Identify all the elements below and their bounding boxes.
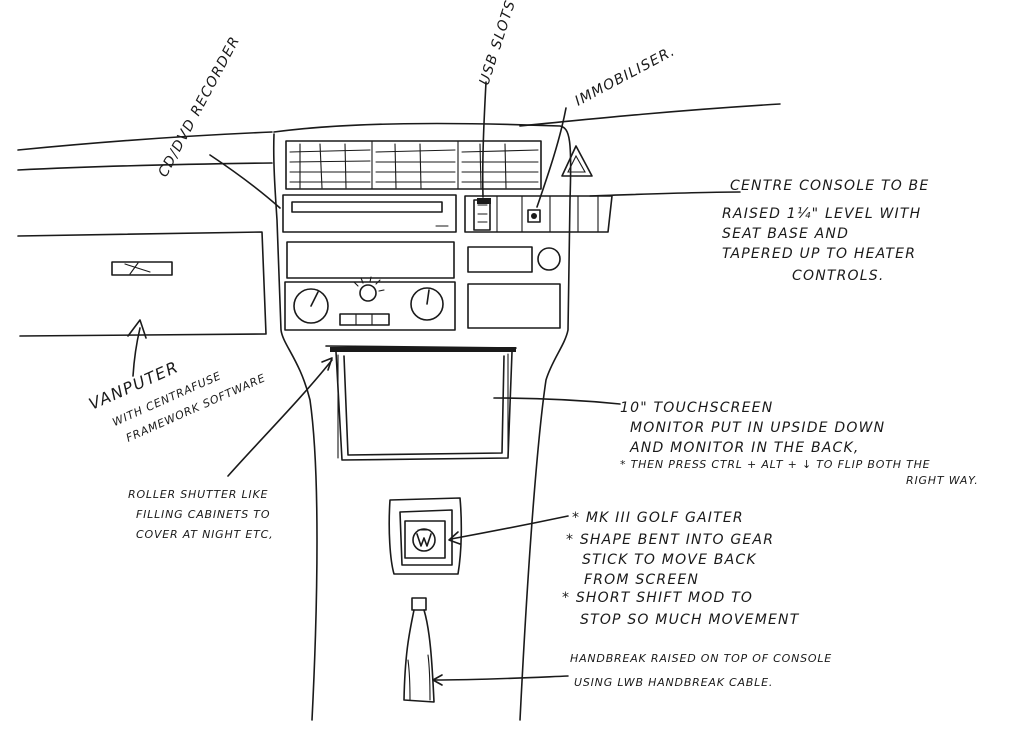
svg-text:FILLING CABINETS TO: FILLING CABINETS TO <box>136 508 270 521</box>
centre-console-outline <box>272 122 572 721</box>
label-usb-slots: USB SLOTS <box>477 0 520 87</box>
note-handbrake: HANDBREAK RAISED ON TOP OF CONSOLE USING… <box>570 652 832 689</box>
note-vanputer: VANPUTER WITH CENTRAFUSE FRAMEWORK SOFTW… <box>86 357 268 445</box>
annotation-pointers <box>132 81 621 686</box>
label-cd-dvd-recorder: CD/DVD RECORDER <box>155 33 243 179</box>
svg-text:SEAT BASE AND: SEAT BASE AND <box>722 226 849 242</box>
svg-text:CONTROLS.: CONTROLS. <box>792 268 885 284</box>
svg-text:* SHAPE BENT INTO GEAR: * SHAPE BENT INTO GEAR <box>566 532 774 548</box>
hazard-triangle-icon <box>561 145 593 177</box>
gear-gaiter <box>388 497 463 575</box>
svg-text:CENTRE CONSOLE TO BE: CENTRE CONSOLE TO BE <box>730 178 929 194</box>
note-gear-gaiter: * MK III GOLF GAITER * SHAPE BENT INTO G… <box>562 510 800 628</box>
svg-text:STICK TO MOVE BACK: STICK TO MOVE BACK <box>582 552 757 568</box>
radio-row <box>286 241 561 279</box>
label-immobiliser: IMMOBILISER. <box>572 43 678 109</box>
svg-text:TAPERED UP TO HEATER: TAPERED UP TO HEATER <box>722 246 916 262</box>
svg-text:USING LWB HANDBREAK CABLE.: USING LWB HANDBREAK CABLE. <box>574 676 773 689</box>
svg-text:COVER AT NIGHT ETC,: COVER AT NIGHT ETC, <box>136 528 273 541</box>
svg-text:FROM SCREEN: FROM SCREEN <box>584 572 699 588</box>
heater-controls <box>284 276 561 331</box>
svg-text:10" TOUCHSCREEN: 10" TOUCHSCREEN <box>620 400 773 416</box>
heater-vents <box>285 140 542 190</box>
note-roller-shutter: ROLLER SHUTTER LIKE FILLING CABINETS TO … <box>128 488 273 541</box>
svg-text:AND MONITOR IN THE BACK,: AND MONITOR IN THE BACK, <box>629 440 860 456</box>
svg-text:RAISED 1¼" LEVEL WITH: RAISED 1¼" LEVEL WITH <box>722 206 921 222</box>
note-centre-console: CENTRE CONSOLE TO BE RAISED 1¼" LEVEL WI… <box>722 178 929 284</box>
svg-text:RIGHT WAY.: RIGHT WAY. <box>906 474 979 487</box>
touchscreen-monitor <box>325 345 517 461</box>
svg-text:* SHORT SHIFT MOD TO: * SHORT SHIFT MOD TO <box>562 590 753 606</box>
cd-dvd-recorder-unit <box>282 194 457 233</box>
svg-text:MONITOR PUT IN UPSIDE DOWN: MONITOR PUT IN UPSIDE DOWN <box>630 420 885 436</box>
svg-text:ROLLER SHUTTER LIKE: ROLLER SHUTTER LIKE <box>128 488 268 501</box>
svg-text:* MK III GOLF GAITER: * MK III GOLF GAITER <box>572 510 744 526</box>
glovebox-panel <box>17 231 267 339</box>
svg-text:HANDBREAK RAISED ON TOP OF CON: HANDBREAK RAISED ON TOP OF CONSOLE <box>570 652 832 665</box>
switch-panel <box>464 195 613 233</box>
note-touchscreen: 10" TOUCHSCREEN MONITOR PUT IN UPSIDE DO… <box>620 400 979 487</box>
svg-text:STOP SO MUCH MOVEMENT: STOP SO MUCH MOVEMENT <box>580 612 800 628</box>
handbrake <box>403 597 435 703</box>
svg-text:* THEN PRESS CTRL + ALT + ↓ TO: * THEN PRESS CTRL + ALT + ↓ TO FLIP BOTH… <box>620 458 930 471</box>
